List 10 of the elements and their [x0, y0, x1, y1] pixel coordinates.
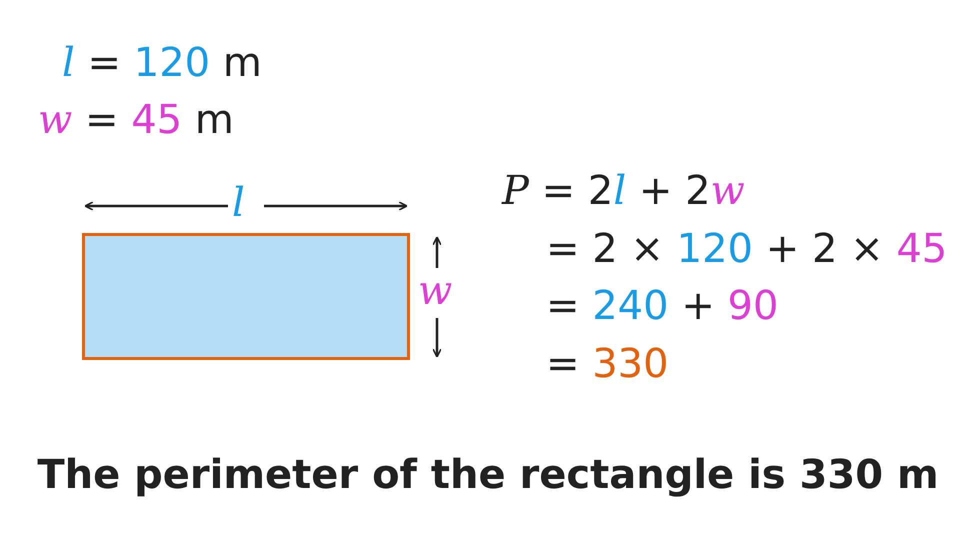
caption-text: The perimeter of the rectangle is 330 m: [36, 452, 940, 498]
formula-line: P = 2l + 2w: [502, 168, 745, 214]
variable-definition: w = 45 m: [38, 97, 234, 143]
formula-line: = 330: [546, 341, 669, 387]
rectangle: [82, 233, 410, 360]
formula-line: = 2 × 120 + 2 × 45: [546, 226, 948, 272]
dimension-label: l: [232, 180, 245, 226]
dimension-label: w: [418, 268, 452, 314]
formula-line: = 240 + 90: [546, 283, 778, 329]
variable-definition: l = 120 m: [62, 40, 262, 86]
